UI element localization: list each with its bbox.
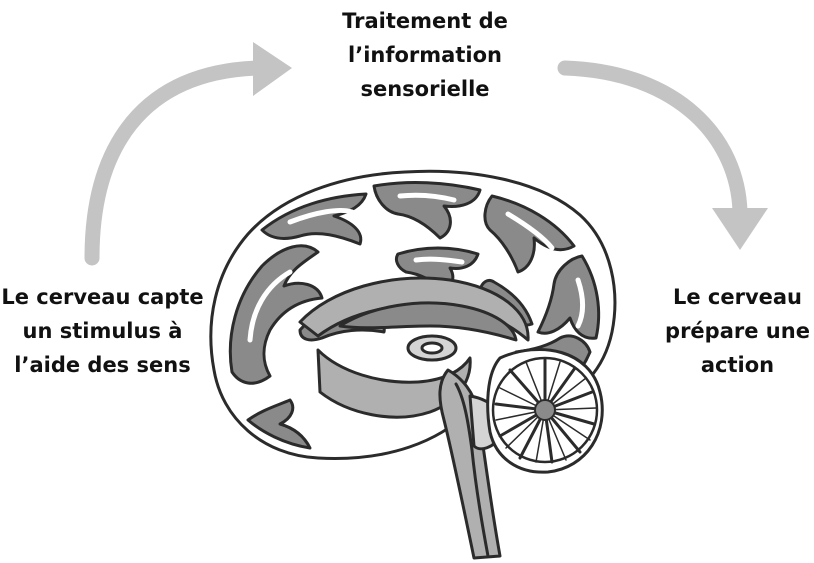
label-sensory-processing: Traitement de l’information sensorielle: [300, 4, 550, 106]
brain-illustration: [211, 171, 615, 558]
label-action-preparation: Le cerveau prépare une action: [655, 280, 814, 382]
thalamus-core: [422, 343, 442, 353]
arrow-processing-to-action: [565, 68, 768, 250]
cerebellum: [488, 349, 603, 472]
label-stimulus-capture: Le cerveau capte un stimulus à l’aide de…: [0, 280, 205, 382]
